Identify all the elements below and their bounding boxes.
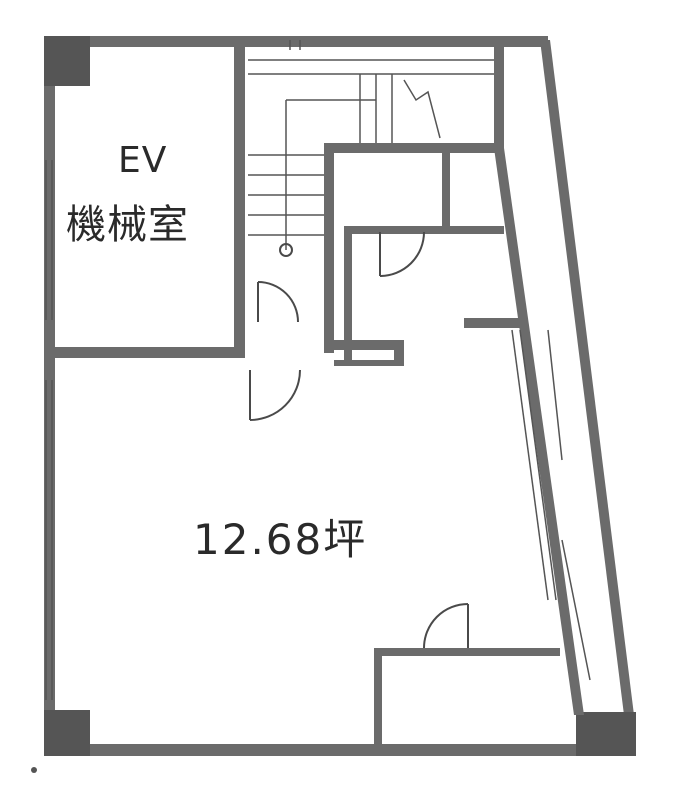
doors (249, 231, 469, 649)
staircase (248, 59, 494, 257)
outer-walls (44, 36, 636, 756)
windows (45, 40, 591, 700)
machine-room-label: 機械室 (66, 202, 189, 248)
core-walls (324, 44, 584, 748)
floor-area-label: 12.68坪 (193, 515, 368, 564)
ev-machine-room (44, 44, 245, 358)
ev-label: EV (118, 140, 168, 181)
corner-mark (31, 767, 37, 773)
